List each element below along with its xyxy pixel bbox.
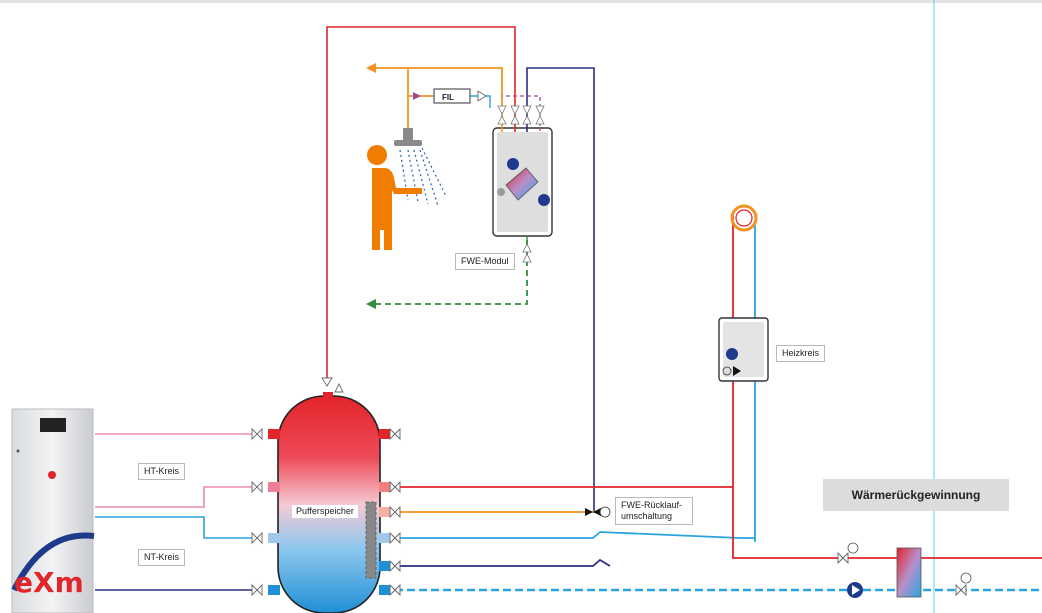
heat-exchanger-icon xyxy=(896,547,922,598)
heat-generator-cabinet xyxy=(11,408,95,613)
heizkreis-module xyxy=(718,317,769,382)
heizkreis-label: Heizkreis xyxy=(776,345,826,362)
pipe-warm-water xyxy=(375,67,503,108)
pump-icon xyxy=(538,194,550,206)
pump-icon xyxy=(726,348,738,360)
pipe-heizkreis-return xyxy=(395,531,755,539)
fwe-module xyxy=(492,105,553,263)
pipe-circulation xyxy=(375,240,528,305)
fwe-ruecklauf-line1: FWE-Rücklauf- xyxy=(621,500,683,510)
fwe-ruecklauf-line2: umschaltung xyxy=(621,511,673,521)
pufferspeicher-label: Pufferspeicher xyxy=(292,505,358,518)
ht-kreis-label: HT-Kreis xyxy=(138,463,186,480)
fwe-modul-label: FWE-Modul xyxy=(455,253,515,270)
valve-icon xyxy=(251,90,967,597)
pipe-wrg-supply xyxy=(732,510,1042,559)
three-way-valve-icon xyxy=(585,506,611,518)
pipe-return-fwe xyxy=(526,67,595,513)
fwe-ruecklauf-label: FWE-Rücklauf- umschaltung xyxy=(615,497,693,525)
nt-kreis-label: NT-Kreis xyxy=(138,549,186,566)
shower-icon xyxy=(394,128,447,207)
exm-logo: eXm xyxy=(14,566,84,599)
heizkreis-coil xyxy=(730,204,758,232)
waermerueckgewinnung-header: Wärmerückgewinnung xyxy=(823,479,1009,511)
person-icon xyxy=(367,145,422,250)
warm-water-arrow xyxy=(366,63,376,73)
wrg-components xyxy=(847,542,972,598)
pump-icon xyxy=(507,158,519,170)
pipe-supply-fwe xyxy=(326,26,516,383)
filter-label: FIL xyxy=(442,93,454,102)
puffer-tank xyxy=(268,392,391,613)
filter-box xyxy=(433,88,471,104)
heat-exchanger-icon xyxy=(505,167,539,201)
